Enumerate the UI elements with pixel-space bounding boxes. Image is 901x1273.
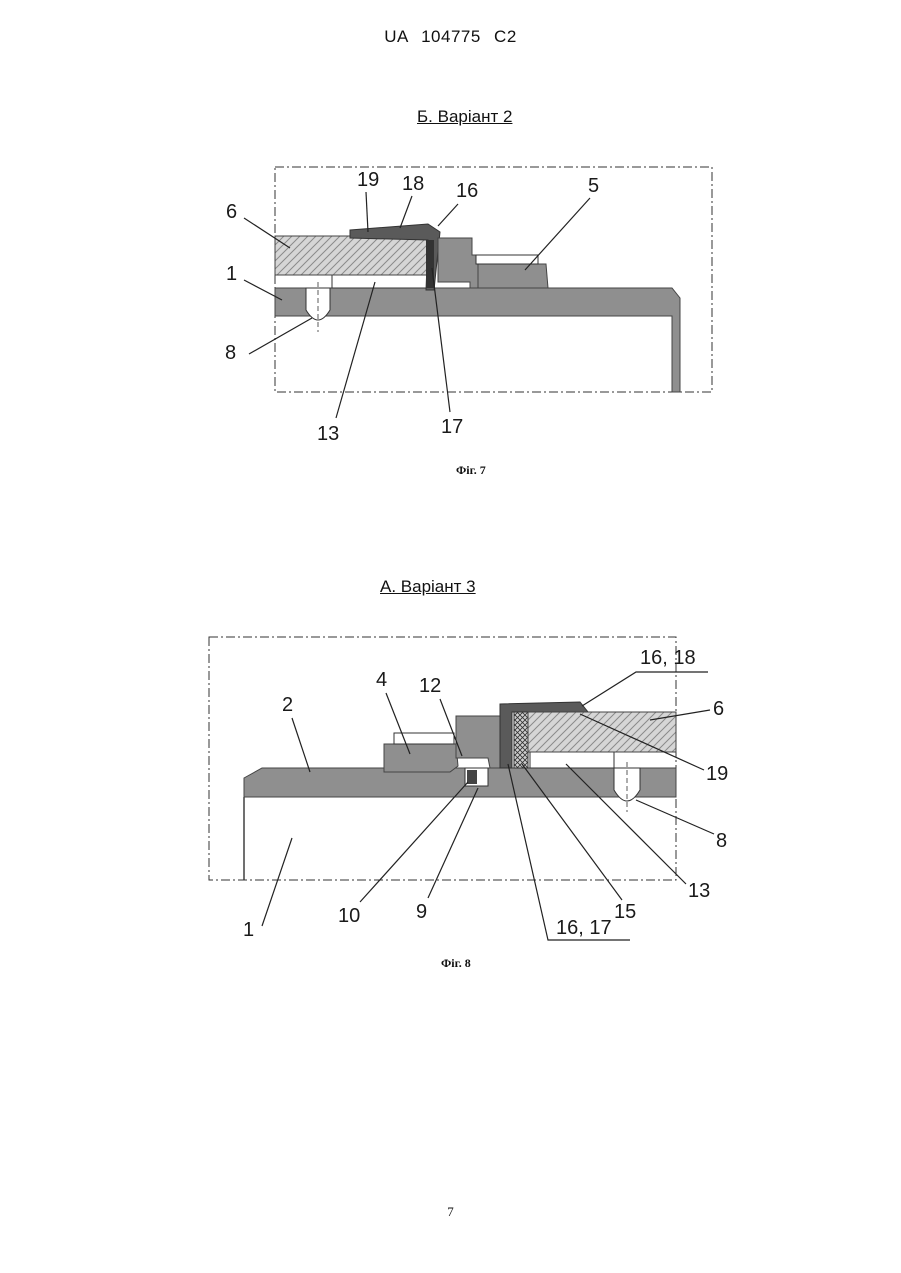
- fig8-label-12: 12: [419, 675, 441, 697]
- fig8-coupling-12: [456, 716, 502, 768]
- fig8-label-8: 8: [716, 830, 727, 852]
- fig8-nut-4: [384, 744, 458, 772]
- figure-8-drawing: 16, 18 4 12 2 6 19 8 13 15 16, 17 9 10 1: [0, 0, 901, 1000]
- fig8-label-19: 19: [706, 763, 728, 785]
- fig8-label-6: 6: [713, 698, 724, 720]
- fig8-label-16-17: 16, 17: [556, 917, 612, 939]
- fig8-label-10: 10: [338, 905, 360, 927]
- fig8-label-15: 15: [614, 901, 636, 923]
- fig8-insulation-6: [528, 712, 676, 752]
- fig8-label-16-18: 16, 18: [640, 647, 696, 669]
- fig8-label-4: 4: [376, 669, 387, 691]
- fig8-label-2: 2: [282, 694, 293, 716]
- figure-8-caption: Фіг. 8: [441, 956, 471, 971]
- fig8-label-9: 9: [416, 901, 427, 923]
- fig8-pipe-2: [244, 768, 676, 797]
- fig8-ring-10: [467, 770, 477, 784]
- fig8-label-13: 13: [688, 880, 710, 902]
- fig8-seal-15: [514, 710, 528, 768]
- fig8-label-1: 1: [243, 919, 254, 941]
- fig8-gap-13: [530, 752, 614, 768]
- page-number: 7: [0, 1204, 901, 1220]
